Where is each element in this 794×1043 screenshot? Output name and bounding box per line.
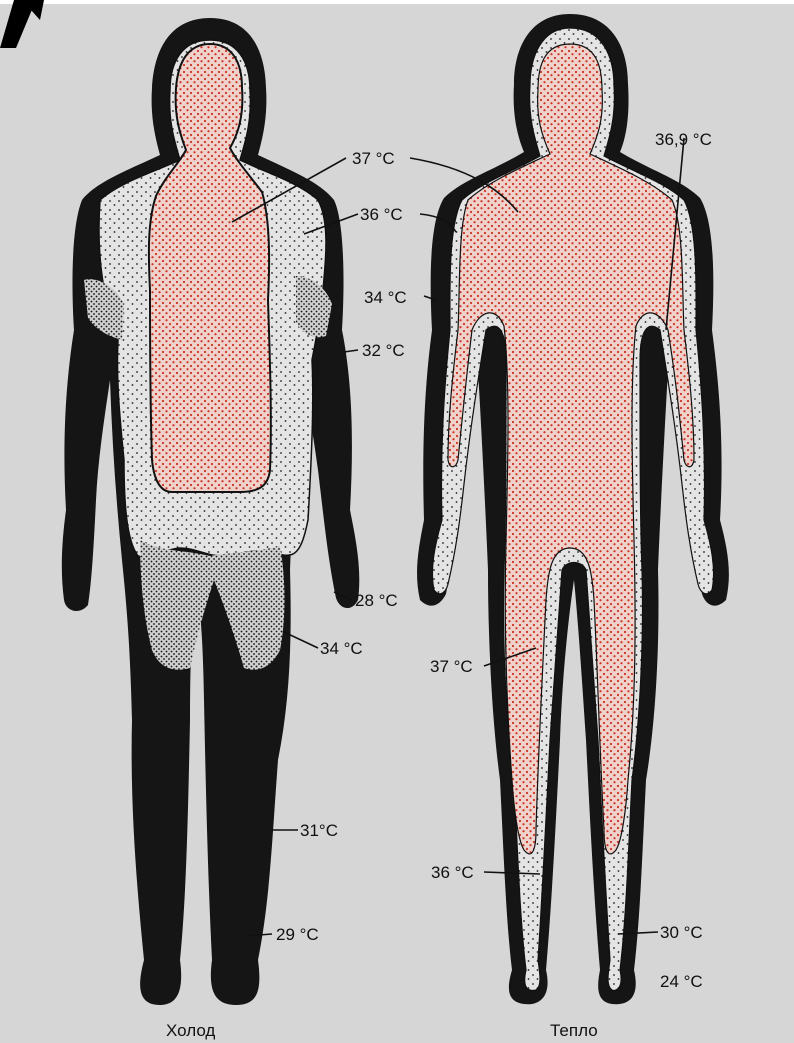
label-warm-ankle: 30 °C [660, 923, 703, 942]
label-cold-foot: 29 °C [276, 925, 319, 944]
top-strip [0, 0, 794, 4]
label-warm-lower-leg: 36 °C [431, 863, 474, 882]
label-warm-foot: 24 °C [660, 972, 703, 991]
label-cold-hand: 28 °C [355, 591, 398, 610]
label-cold-thigh: 34 °C [320, 639, 363, 658]
label-cold-calf: 31°C [300, 821, 338, 840]
label-cold-torso-shell: 36 °C [360, 205, 403, 224]
caption-cold: Холод [166, 1021, 215, 1040]
label-cold-core: 37 °C [352, 149, 395, 168]
label-cold-upper-arm: 32 °C [362, 341, 405, 360]
label-warm-core: 36,9 °C [655, 130, 712, 149]
caption-warm: Тепло [550, 1021, 598, 1040]
label-warm-leg-core: 37 °C [430, 657, 473, 676]
label-warm-shell: 34 °C [364, 288, 407, 307]
